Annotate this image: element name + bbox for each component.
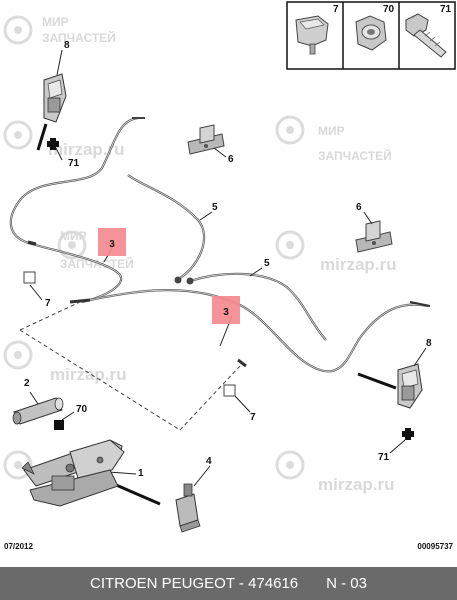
highlight-label-3-right: 3 [223,307,229,318]
callout-6-right: 6 [356,202,362,213]
bracket-8-right [397,363,423,409]
watermark-logo-bottom-right: mirzap.ru [275,450,395,494]
handbrake-switch-4 [175,483,201,533]
watermark-logo-left-3: mirzap.ru [3,340,127,384]
callout-8-top: 8 [64,40,70,51]
watermark-text-2: ЗАПЧАСТЕЙ [42,30,116,45]
callout-8-right: 8 [426,338,432,349]
watermark-logo-bottom-left [3,450,33,480]
clip-marker-left [23,271,36,284]
clip-marker-mid [223,384,236,397]
bolt-marker-top [47,138,59,150]
bracket-8-top [43,73,67,123]
fastener-legend: 7 70 71 [286,1,456,70]
nut-icon [355,15,387,51]
callout-7-mid: 7 [250,412,256,423]
callout-71-right: 71 [378,452,390,463]
watermark-logo-right-1: МИР ЗАПЧАСТЕЙ [275,115,392,163]
bolt-icon [405,13,447,58]
highlight-label-3-left: 3 [109,239,115,250]
diagram-date: 07/2012 [4,542,33,551]
callout-70: 70 [76,404,88,415]
legend-number-71: 71 [440,4,452,15]
callout-7-left: 7 [45,298,51,309]
watermark-domain: mirzap.ru [48,140,125,159]
cable-upper-5 [127,174,206,284]
callout-labels: 8 71 7 2 70 1 4 6 5 5 6 8 71 7 [24,40,432,479]
watermark-logo-center: МИР ЗАПЧАСТЕЙ [57,229,134,271]
handbrake-lever-assembly [21,439,125,507]
watermark-text-2: ЗАПЧАСТЕЙ [60,256,134,271]
callout-71-top: 71 [68,158,80,169]
legend-number-70: 70 [383,4,395,15]
callout-1: 1 [138,468,144,479]
watermark-text-1: МИР [318,124,345,138]
cable-lower-5 [186,272,327,341]
bracket-6-right [355,220,393,253]
callout-4: 4 [206,456,212,467]
bolt-marker-right [402,428,414,440]
watermark-domain: mirzap.ru [50,365,127,384]
nut-marker [54,420,64,430]
watermark-text-1: МИР [60,229,87,243]
dashed-assembly-lines [19,301,241,431]
handbrake-cable-left [9,116,145,304]
bracket-6-left [187,124,225,155]
legend-number-7: 7 [333,4,339,15]
diagram-reference: 00095737 [417,542,453,551]
clip-icon [295,15,329,55]
callout-2: 2 [24,378,30,389]
callout-6-left: 6 [228,154,234,165]
callout-5-lower: 5 [264,258,270,269]
footer-page: N - 03 [326,575,367,592]
callout-5-upper: 5 [212,202,218,213]
highlight-part-3-left: 3 [98,228,126,256]
watermark-logo-top-left: МИР ЗАПЧАСТЕЙ [3,15,116,45]
watermark-domain: mirzap.ru [318,475,395,494]
watermark-text-2: ЗАПЧАСТЕЙ [318,148,392,163]
highlight-part-3-right: 3 [212,296,240,324]
watermark-logo-right-2: mirzap.ru [275,230,397,274]
footer-bar: CITROEN PEUGEOT - 474616 N - 03 [0,567,457,600]
handbrake-cable-right [89,289,431,373]
watermark-text-1: МИР [42,15,69,29]
watermark-group: МИР ЗАПЧАСТЕЙ mirzap.ru МИР ЗАПЧАСТЕЙ МИ… [3,15,397,494]
watermark-logo-left-2: mirzap.ru [3,120,125,159]
watermark-domain: mirzap.ru [320,255,397,274]
footer-part-info: CITROEN PEUGEOT - 474616 [90,575,299,592]
cable-guide-2 [12,397,64,425]
